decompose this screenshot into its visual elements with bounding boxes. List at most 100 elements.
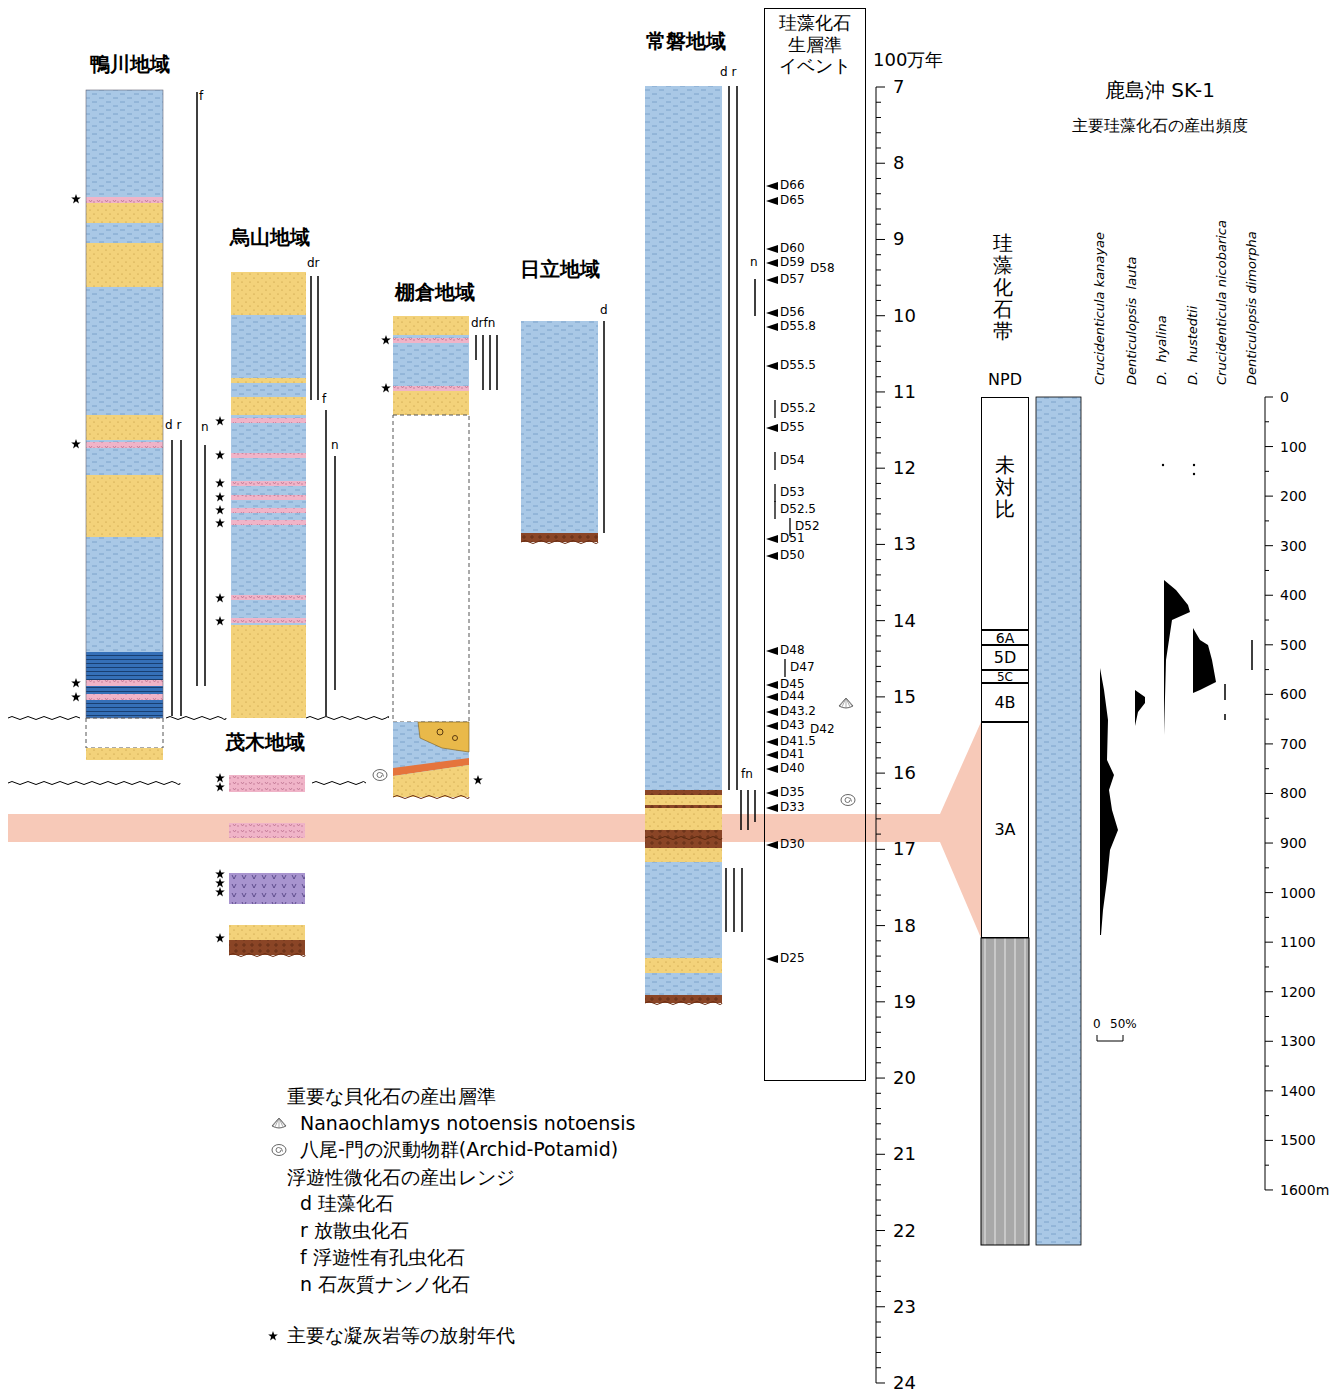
rect-part xyxy=(231,595,306,600)
rect-part xyxy=(645,973,722,995)
age-tick xyxy=(876,1245,881,1246)
depth-tick xyxy=(1265,942,1273,943)
event-label: D56 xyxy=(780,306,805,320)
event-label: D43 xyxy=(780,719,805,733)
depth-tick xyxy=(1265,719,1269,720)
age-tick-label: 21 xyxy=(893,1144,916,1165)
event-arrow xyxy=(766,276,778,284)
age-tick xyxy=(876,940,881,941)
use-part xyxy=(215,505,225,514)
motegi-column xyxy=(229,775,305,955)
species-name: Crucidenticula nicobarica xyxy=(1215,220,1230,385)
scale-label: 0 xyxy=(1093,1018,1101,1032)
event-arrow xyxy=(766,424,778,432)
age-tick xyxy=(876,269,881,270)
rect-part xyxy=(231,272,306,718)
use-part xyxy=(215,887,225,896)
range-letter: n xyxy=(331,439,339,453)
age-tick xyxy=(876,1123,881,1124)
rect-part xyxy=(645,86,722,790)
use-part xyxy=(215,416,225,425)
rect-part xyxy=(393,386,469,391)
use-part xyxy=(71,692,81,701)
depth-tick xyxy=(1265,471,1269,472)
rect-part xyxy=(393,722,469,797)
polygon-part xyxy=(1164,580,1190,735)
zone-box: 6A xyxy=(981,630,1029,645)
event-arrow xyxy=(766,765,778,773)
frequency-curves xyxy=(1100,464,1216,935)
age-tick xyxy=(876,1169,881,1170)
use-part xyxy=(381,335,391,344)
age-tick-label: 11 xyxy=(893,382,916,403)
depth-tick xyxy=(1265,991,1273,992)
range-letter: d r xyxy=(165,419,181,433)
use-part xyxy=(272,1118,286,1128)
path-part xyxy=(603,321,605,533)
event-label: D51 xyxy=(780,532,805,546)
age-tick xyxy=(876,681,881,682)
depth-tick xyxy=(1265,966,1269,967)
age-tick xyxy=(876,407,881,408)
event-label: D30 xyxy=(780,838,805,852)
age-tick-label: 20 xyxy=(893,1068,916,1089)
event-label: D50 xyxy=(780,549,805,563)
kamogawa-column xyxy=(86,90,163,760)
age-tick-label: 24 xyxy=(893,1373,916,1394)
age-tick xyxy=(876,986,881,987)
depth-tick xyxy=(1265,669,1269,670)
age-tick xyxy=(876,330,881,331)
rect-part xyxy=(645,795,722,805)
age-tick xyxy=(876,102,881,103)
age-tick xyxy=(876,605,881,606)
age-tick xyxy=(876,468,885,469)
zone-name: 4B xyxy=(994,695,1015,711)
age-tick xyxy=(876,803,881,804)
rect-part xyxy=(231,618,306,623)
depth-label: 1600m xyxy=(1280,1182,1329,1198)
event-label: D25 xyxy=(780,952,805,966)
rect-part xyxy=(231,520,306,525)
event-arrow xyxy=(766,681,778,689)
section-title: 鹿島沖 SK-1 xyxy=(1105,79,1215,102)
rect-part xyxy=(645,958,722,973)
age-tick xyxy=(876,910,881,911)
polygon-part xyxy=(1100,668,1118,935)
axis-lines xyxy=(876,87,1265,1383)
age-tick xyxy=(876,132,881,133)
unzoned-interval xyxy=(981,938,1029,1245)
age-tick xyxy=(876,1017,881,1018)
age-tick-label: 7 xyxy=(893,77,904,98)
unconformity-line xyxy=(521,541,598,544)
depth-label: 1200 xyxy=(1280,984,1316,1000)
depth-tick xyxy=(1265,620,1269,621)
age-tick xyxy=(876,300,881,301)
use-part xyxy=(215,518,225,527)
event-box: 珪藻化石 生層準 イベント xyxy=(764,8,866,1081)
event-arrow xyxy=(766,197,778,205)
age-tick xyxy=(876,1306,885,1307)
unconformity-line xyxy=(8,717,80,720)
depth-label: 100 xyxy=(1280,439,1307,455)
path-part xyxy=(311,276,335,716)
depth-label: 1500 xyxy=(1280,1132,1316,1148)
legend-text: f 浮遊性有孔虫化石 xyxy=(300,1245,465,1271)
rect-part xyxy=(229,775,305,792)
range-letter: fn xyxy=(741,768,753,782)
age-tick xyxy=(876,1200,881,1201)
age-tick xyxy=(876,666,881,667)
polygon-part xyxy=(418,722,469,752)
age-tick-label: 23 xyxy=(893,1296,916,1317)
age-tick-label: 17 xyxy=(893,839,916,860)
depth-tick xyxy=(1265,768,1269,769)
event-label: D35 xyxy=(780,786,805,800)
species-name: D. hyalina xyxy=(1155,315,1170,385)
range-letter: n xyxy=(750,256,758,270)
event-arrow xyxy=(766,955,778,963)
polygon-part xyxy=(393,765,469,797)
age-tick-label: 12 xyxy=(893,458,916,479)
legend-heading: 重要な貝化石の産出層準 xyxy=(287,1086,496,1108)
use-part xyxy=(71,194,81,203)
event-label: D41.5 xyxy=(780,735,816,749)
